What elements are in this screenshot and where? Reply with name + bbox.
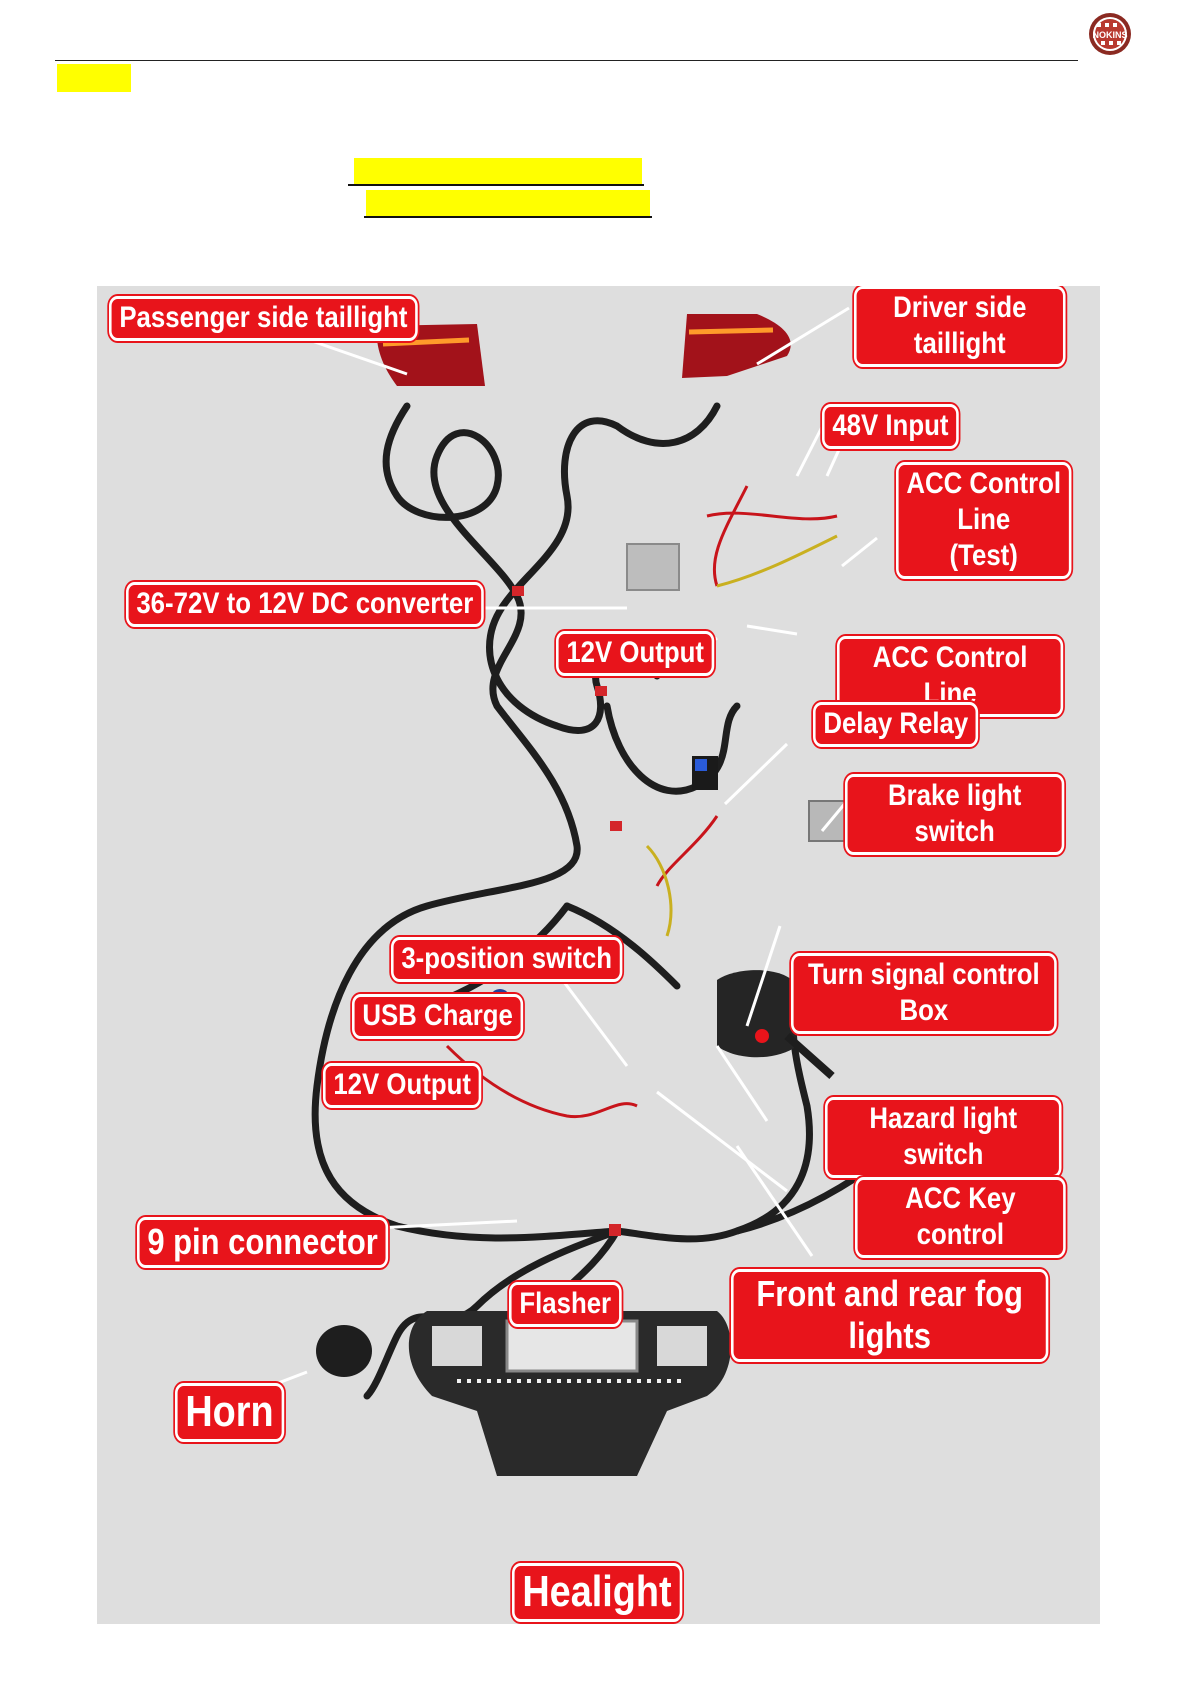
headlight-shape [409, 1311, 731, 1476]
label-horn: Horn [175, 1383, 284, 1442]
label-driver-side-taillight: Driver side taillight [854, 286, 1066, 367]
horn-shape [316, 1325, 372, 1377]
thin-yellow-wires [647, 536, 837, 936]
turn-signal-box-shape [717, 970, 797, 1057]
label-acc-key-control: ACC Key control [855, 1177, 1066, 1258]
label-headlight: Healight [512, 1563, 682, 1622]
label-acc-control-line-test: ACC Control Line (Test) [896, 462, 1071, 579]
label-delay-relay: Delay Relay [813, 702, 979, 747]
driver-taillight-shape [682, 314, 791, 378]
label-turn-signal-control-box: Turn signal control Box [791, 953, 1057, 1034]
label-usb-charge: USB Charge [352, 994, 523, 1039]
label-dc-converter: 36-72V to 12V DC converter [126, 582, 484, 627]
label-hazard-light-switch: Hazard light switch [825, 1097, 1062, 1178]
header-highlight-block [57, 64, 131, 92]
nokins-logo: NOKINS [1088, 12, 1132, 56]
label-fog-lights: Front and rear fog lights [731, 1269, 1048, 1362]
label-9-pin-connector: 9 pin connector [137, 1217, 388, 1268]
header-rule [55, 60, 1078, 61]
brake-switch-shape [809, 801, 845, 841]
dc-converter-shape [627, 544, 679, 590]
title-underline-1 [348, 184, 644, 186]
label-12v-output-bottom: 12V Output [323, 1063, 481, 1108]
title-underline-2 [364, 216, 652, 218]
title-highlight-1 [354, 158, 642, 184]
label-48v-input: 48V Input [822, 404, 959, 449]
label-3-position-switch: 3-position switch [391, 937, 622, 982]
wiring-harness-photo: Passenger side taillight Driver side tai… [97, 286, 1100, 1624]
title-highlight-2 [366, 190, 650, 216]
label-flasher: Flasher [509, 1282, 621, 1327]
svg-text:NOKINS: NOKINS [1092, 30, 1127, 40]
label-12v-output-top: 12V Output [556, 631, 714, 676]
label-passenger-side-taillight: Passenger side taillight [109, 296, 418, 341]
label-brake-light-switch: Brake light switch [845, 774, 1064, 855]
